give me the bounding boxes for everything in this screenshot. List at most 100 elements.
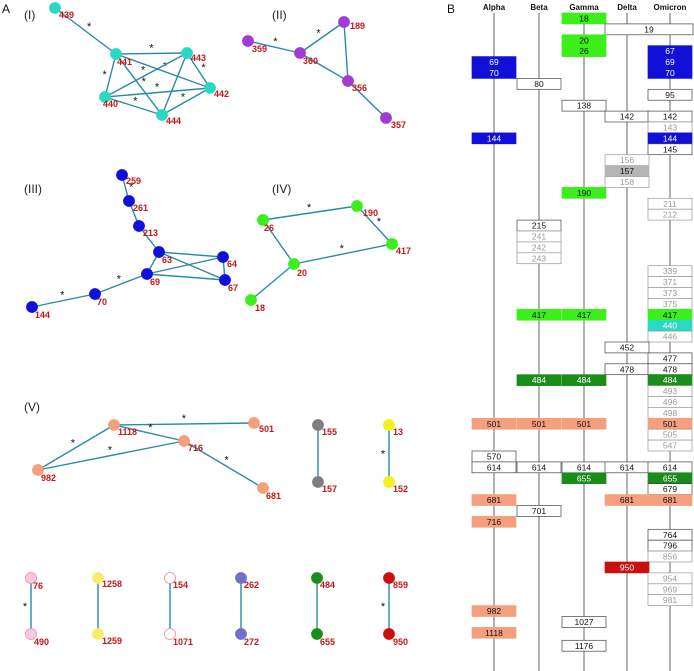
mutation-cell (647, 594, 693, 606)
network-node (141, 268, 153, 280)
mutation-label: 145 (663, 144, 677, 154)
network-node (235, 628, 247, 640)
network-edge (299, 52, 349, 82)
significance-star: * (149, 43, 154, 55)
network-edge (299, 21, 345, 54)
node-label: 259 (126, 176, 141, 186)
node-label: 859 (393, 580, 408, 590)
mutation-cell (516, 505, 562, 517)
mutation-label: 70 (489, 68, 499, 78)
network-node (110, 48, 122, 60)
significance-star: * (340, 243, 345, 255)
mutation-label: 70 (665, 68, 675, 78)
mutation-label: 614 (620, 462, 634, 472)
mutation-cell (604, 341, 650, 354)
mutation-cell (471, 461, 517, 474)
mutation-label: 484 (663, 375, 677, 385)
network-node (92, 628, 104, 640)
significance-star: * (87, 21, 92, 33)
mutation-label: 80 (534, 79, 544, 89)
mutation-label: 417 (663, 310, 677, 320)
network-node (164, 628, 176, 640)
mutation-cell (561, 45, 607, 57)
mutation-label: 95 (665, 90, 675, 100)
network-node (116, 169, 128, 181)
mutation-label: 69 (489, 57, 499, 67)
node-label: 681 (266, 491, 281, 501)
node-label: 70 (97, 297, 107, 307)
network-node (178, 435, 190, 447)
significance-star: * (148, 422, 153, 434)
significance-star: * (181, 91, 186, 103)
mutation-label: 614 (487, 462, 501, 472)
panel-b-label: B (447, 2, 455, 16)
node-label: 20 (297, 268, 307, 278)
network-edge (146, 256, 224, 275)
mutation-cell (647, 143, 693, 156)
significance-star: * (163, 60, 168, 72)
mutation-cell (647, 550, 693, 563)
mutation-cell (604, 176, 650, 188)
mutation-cell (516, 308, 562, 321)
mutation-label: 547 (663, 441, 677, 451)
mutation-label: 142 (663, 112, 677, 122)
network-edge (37, 424, 115, 471)
network-node (181, 47, 193, 59)
network-edge (347, 80, 387, 119)
node-label: 1258 (102, 579, 122, 589)
node-label: 190 (363, 208, 378, 218)
network-node (25, 572, 37, 584)
significance-star: * (316, 28, 321, 40)
network-label: (III) (24, 182, 42, 196)
network-node (156, 109, 168, 121)
network-node (204, 82, 216, 94)
column-header: Delta (617, 3, 637, 12)
network-node (248, 417, 260, 429)
mutation-label: 614 (532, 462, 546, 472)
network-node (312, 419, 324, 431)
network-edge (37, 440, 185, 471)
network-node (351, 200, 363, 212)
mutation-label: 701 (532, 506, 546, 516)
network-edge (31, 293, 96, 308)
node-label: 417 (396, 246, 411, 256)
mutation-label: 243 (532, 253, 546, 263)
network-edge (262, 205, 358, 221)
network-edge (161, 52, 188, 116)
node-label: 155 (322, 427, 337, 437)
node-label: 357 (391, 120, 406, 130)
mutation-label: 501 (487, 419, 501, 429)
mutation-label: 144 (487, 133, 501, 143)
significance-star: * (23, 601, 28, 613)
node-label: 18 (255, 303, 265, 313)
node-label: 443 (191, 53, 206, 63)
significance-star: * (133, 95, 138, 107)
mutation-cell (647, 208, 693, 221)
network-edge (115, 52, 188, 55)
mutation-cell (561, 639, 607, 652)
significance-star: * (182, 413, 187, 425)
network-edge (262, 219, 295, 265)
significance-star: * (377, 216, 382, 228)
mutation-cell (604, 23, 694, 36)
column-header: Gamma (569, 3, 599, 12)
mutation-label: 954 (663, 573, 677, 583)
mutation-cell (516, 374, 562, 386)
significance-star: * (273, 36, 278, 48)
mutation-label: 493 (663, 386, 677, 396)
network-node (25, 628, 37, 640)
column-header: Alpha (483, 3, 506, 12)
network-edge (186, 52, 211, 89)
node-label: 213 (143, 228, 158, 238)
network-edge (113, 424, 185, 442)
network-node (386, 238, 398, 250)
network-node (311, 628, 323, 640)
node-label: 13 (393, 427, 403, 437)
mutation-label: 417 (577, 310, 591, 320)
mutation-label: 969 (663, 584, 677, 594)
network-node (235, 572, 247, 584)
mutation-label: 440 (663, 321, 677, 331)
